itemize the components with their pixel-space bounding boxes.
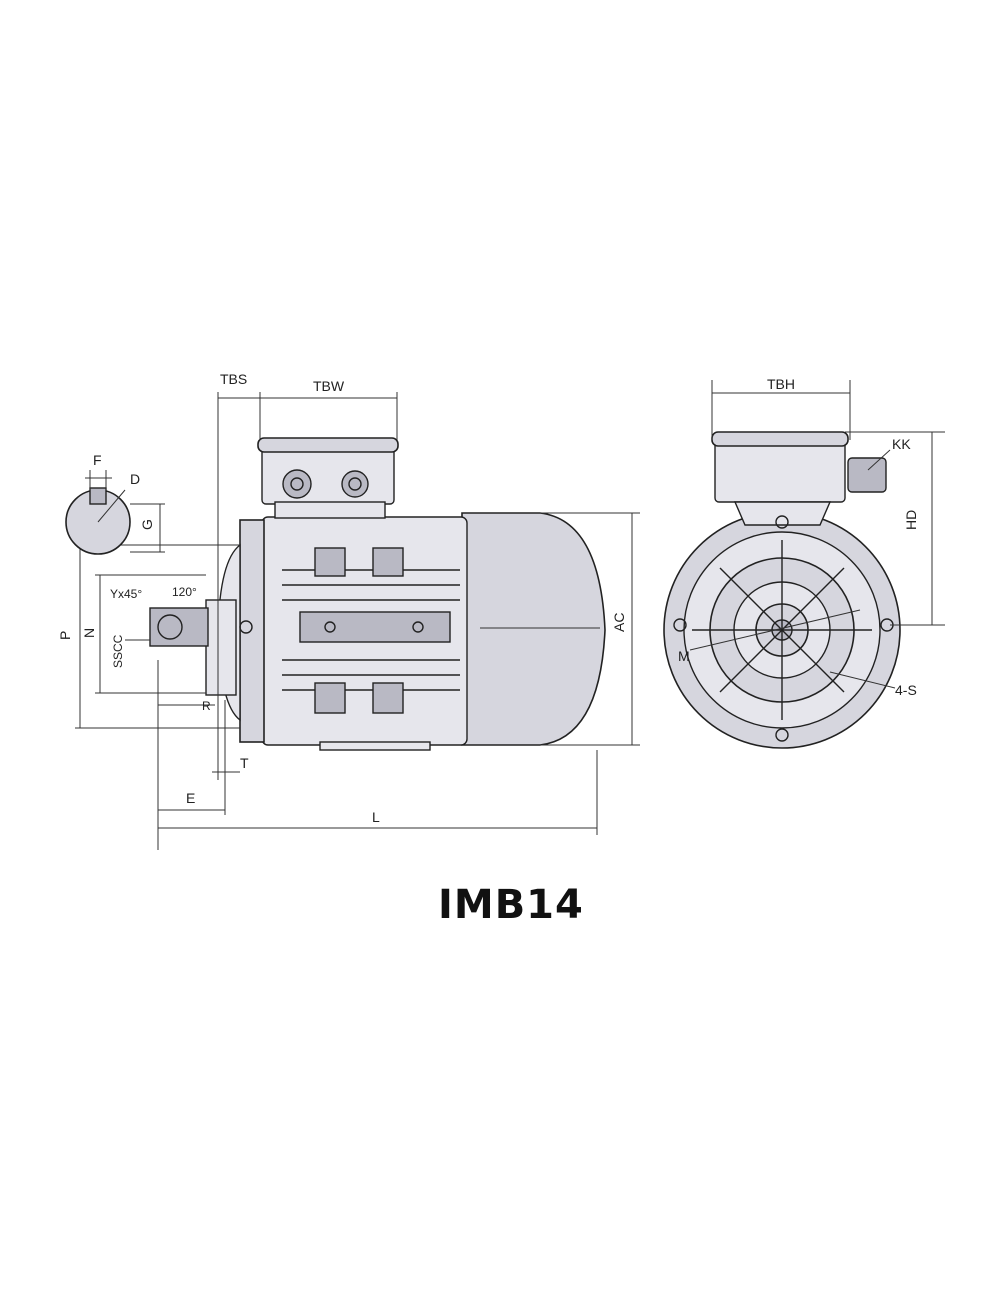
flange-face xyxy=(205,599,237,696)
label-f: F xyxy=(93,452,102,468)
model-title: IMB14 xyxy=(438,882,584,928)
label-t: T xyxy=(240,755,249,771)
label-120: 120° xyxy=(172,585,197,599)
label-p: P xyxy=(57,631,73,640)
label-e: E xyxy=(186,790,195,806)
side-view xyxy=(149,437,606,751)
label-n: N xyxy=(81,628,97,638)
label-kk: KK xyxy=(892,436,911,452)
label-ac: AC xyxy=(611,613,627,632)
label-4-s: 4-S xyxy=(895,682,917,698)
cooling-fins xyxy=(282,547,460,714)
end-dimensions xyxy=(689,380,945,689)
end-terminal-box xyxy=(714,441,846,503)
label-m: M xyxy=(678,648,690,664)
label-tbh: TBH xyxy=(767,376,795,392)
label-sscc: SSCC xyxy=(111,634,125,668)
label-l: L xyxy=(372,809,380,825)
shaft-section xyxy=(65,470,165,555)
front-flange xyxy=(239,519,265,743)
label-tbw: TBW xyxy=(313,378,345,394)
label-yx45: Yx45° xyxy=(110,587,142,601)
label-d: D xyxy=(130,471,140,487)
terminal-box xyxy=(261,447,395,505)
label-tbs: TBS xyxy=(220,371,247,387)
fan-cover xyxy=(461,512,606,746)
shaft xyxy=(149,607,209,647)
label-g: G xyxy=(139,519,155,530)
label-hd: HD xyxy=(903,510,919,530)
label-r: R xyxy=(202,699,211,713)
cable-gland-1 xyxy=(282,469,312,499)
cable-gland-side xyxy=(847,457,887,493)
end-view xyxy=(663,431,901,749)
cable-gland-2 xyxy=(341,470,369,498)
